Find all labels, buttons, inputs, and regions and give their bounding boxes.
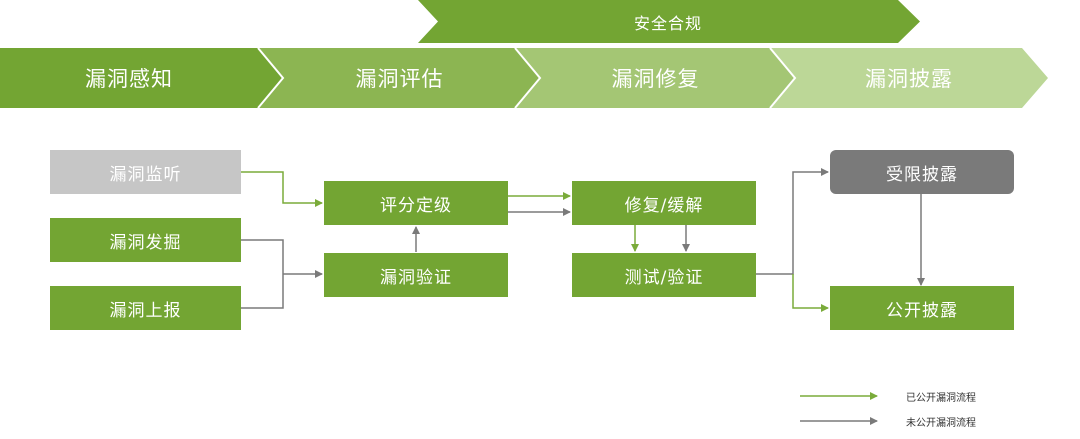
compliance-banner-label: 安全合规 [633,13,702,33]
stage-fix-shape [515,48,795,108]
chevron-separator [769,47,797,109]
stage-disclosure-shape [770,48,1048,108]
legend-public-flow-label: 已公开漏洞流程 [906,393,976,404]
arrow-test-to-public [792,274,829,312]
legend-private-flow-label: 未公开漏洞流程 [906,418,976,429]
node-limited-disclosure: 受限披露 [830,150,1014,194]
node-vuln-verify: 漏洞验证 [324,253,508,297]
node-score-grade: 评分定级 [324,181,508,225]
stage-perception-shape [0,48,283,108]
chevron-separator [257,47,285,109]
compliance-banner-shape [418,0,920,43]
node-vuln-discover: 漏洞发掘 [50,218,241,262]
node-vuln-report: 漏洞上报 [50,286,241,330]
node-public-disclosure: 公开披露 [830,286,1014,330]
stage-fix-label: 漏洞修复 [611,67,700,91]
node-vuln-monitor: 漏洞监听 [50,150,241,194]
stage-perception-label: 漏洞感知 [85,67,173,91]
stage-disclosure-label: 漏洞披露 [865,67,953,91]
arrow-test-to-limited [756,168,829,275]
node-fix-mitigate: 修复/缓解 [572,181,756,225]
arrow-monitor-to-grade [241,171,323,207]
line-discover-merge [241,239,284,274]
line-report-merge [241,274,284,309]
node-test-verify: 测试/验证 [572,253,756,297]
stage-assess-shape [258,48,540,108]
stage-assess-label: 漏洞评估 [355,67,444,91]
chevron-separator [514,47,542,109]
